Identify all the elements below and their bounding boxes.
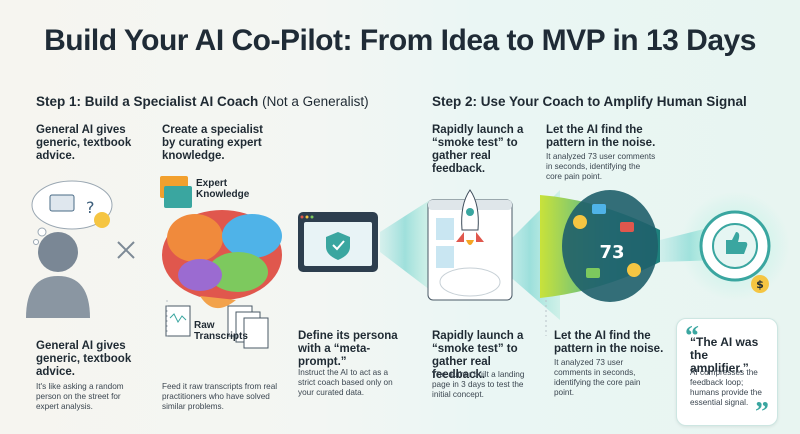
documents-icon — [165, 305, 269, 349]
landing-page-illustration — [427, 189, 513, 301]
svg-text:$: $ — [756, 278, 764, 291]
step1-label-rest: (Not a Generalist) — [262, 94, 369, 109]
quote-title: “The AI was the amplifier.” — [690, 335, 759, 375]
pattern-top: Let the AI find the pattern in the noise… — [546, 124, 656, 149]
persona-sub: Instruct the AI to act as a strict coach… — [298, 368, 393, 397]
smoke-test-bottom-sub: The author built a landing page in 3 day… — [432, 370, 525, 399]
step1-label: Step 1: Build a Specialist AI Coach — [36, 94, 259, 109]
step2-heading: Step 2: Use Your Coach to Amplify Human … — [432, 94, 747, 109]
svg-text:?: ? — [86, 198, 95, 217]
general-ai-bottom-sub: It's like asking a random person on the … — [36, 382, 124, 411]
pattern-top-sub: It analyzed 73 user comments in seconds,… — [546, 152, 656, 181]
folder-icon — [160, 176, 192, 208]
brain-illustration — [162, 210, 282, 309]
pattern-bottom-title: Let the AI find the pattern in the noise… — [554, 330, 664, 355]
smoke-test-top: Rapidly launch a “smoke test” to gather … — [432, 124, 524, 175]
general-ai-top: General AI gives generic, textbook advic… — [36, 124, 132, 162]
person-illustration: ? — [26, 180, 113, 318]
beam-1 — [380, 200, 430, 290]
feed-transcripts-sub: Feed it raw transcripts from real practi… — [162, 382, 278, 411]
specialist-top: Create a specialist by curating expert k… — [162, 124, 264, 162]
persona-title: Define its persona with a “meta-prompt.” — [298, 330, 398, 368]
general-ai-bottom-title: General AI gives generic, textbook advic… — [36, 340, 132, 378]
target-thumbs-up-icon: $ — [699, 210, 771, 293]
close-quote-icon: ” — [755, 397, 769, 428]
quote-card: “ ” — [676, 318, 778, 428]
expert-knowledge-label: Expert Knowledge — [196, 178, 250, 200]
open-quote-icon: “ — [685, 321, 699, 352]
funnel-illustration: 73 — [540, 190, 660, 302]
comment-count: 73 — [599, 242, 624, 263]
page-title: Build Your AI Co-Pilot: From Idea to MVP… — [44, 24, 756, 57]
monitor-illustration — [298, 212, 378, 272]
quote-sub: AI compresses the feedback loop; humans … — [690, 368, 762, 407]
pattern-bottom-sub: It analyzed 73 user comments in seconds,… — [554, 358, 641, 397]
smoke-test-bottom-title: Rapidly launch a “smoke test” to gather … — [432, 330, 524, 381]
raw-transcripts-label: Raw Transcripts — [194, 320, 248, 342]
step1-heading: Step 1: Build a Specialist AI Coach (Not… — [36, 94, 369, 109]
cross-icon — [117, 241, 135, 259]
step2-label: Step 2: Use Your Coach to Amplify Human … — [432, 94, 747, 109]
